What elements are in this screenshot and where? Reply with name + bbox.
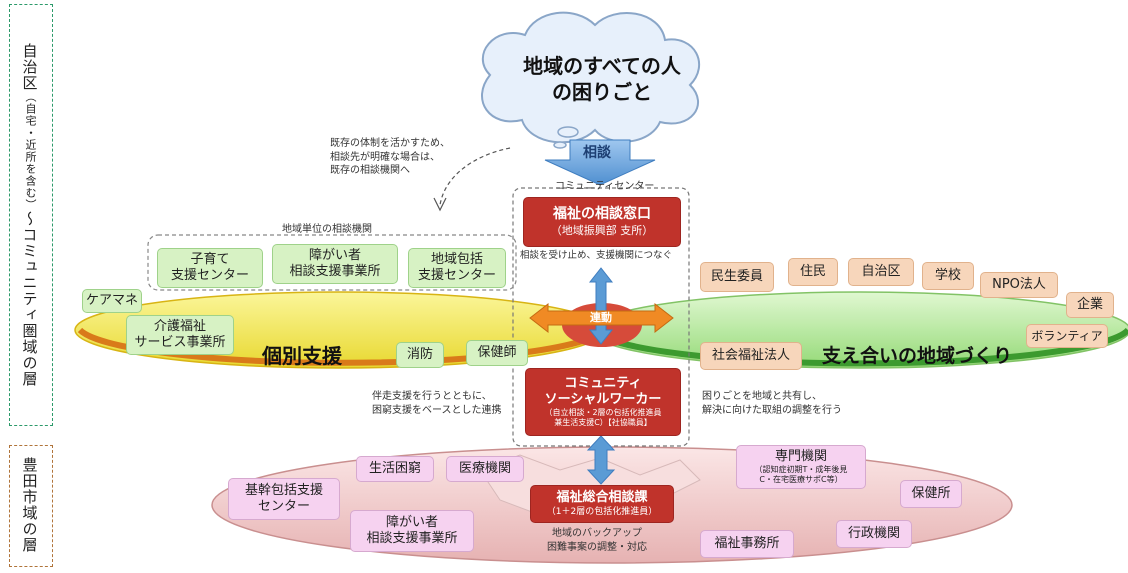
- box-hokenshi: 保健師: [466, 340, 528, 366]
- community-building-label: 支え合いの地域づくり: [822, 345, 1013, 367]
- regional-label: 地域単位の相談機関: [282, 224, 372, 235]
- consult-arrow: [544, 139, 656, 186]
- community-center-label: コミュニティセンター: [555, 181, 655, 192]
- box-fukushi: 福祉事務所: [700, 530, 794, 558]
- box-shakai: 社会福祉法人: [700, 342, 802, 370]
- side-upper-c: 〜コミュニティ圏域の層: [20, 211, 39, 387]
- csw-title: コミュニティ ソーシャルワーカー: [544, 375, 662, 407]
- box-volunteer: ボランティア: [1026, 324, 1108, 348]
- general-section-title: 福祉総合相談課: [556, 490, 648, 506]
- individual-support-label: 個別支援: [262, 344, 342, 368]
- welfare-window-title: 福祉の相談窓口: [553, 206, 651, 223]
- box-jumin: 住民: [788, 258, 838, 286]
- note-right: 困りごとを地域と共有し、 解決に向けた取組の調整を行う: [702, 391, 842, 416]
- side-upper-a: 自治区: [20, 43, 39, 91]
- window-note: 相談を受け止め、支援機関につなぐ: [520, 250, 673, 261]
- cloud-line2: の困りごと: [552, 80, 652, 104]
- box-caremane: ケアマネ: [82, 289, 142, 313]
- box-minsei: 民生委員: [700, 262, 774, 292]
- side-label-upper: [9, 4, 53, 426]
- box-seikatsu: 生活困窮: [356, 456, 434, 482]
- cloud-line1: 地域のすべての人: [523, 54, 681, 78]
- csw-sub: （自立相談・2層の包括化推進員 兼生活支援C）【社協職員】: [544, 408, 662, 428]
- side-label-lower-text: 豊田市域の層: [20, 457, 39, 553]
- box-kigyo: 企業: [1066, 292, 1114, 318]
- general-section-sub: （1＋2層の包括化推進員）: [546, 506, 658, 517]
- box-kikan: 基幹包括支援 センター: [228, 478, 340, 520]
- box-gyosei: 行政機関: [836, 520, 912, 548]
- linkage-label: 連動: [590, 311, 612, 325]
- side-label-upper-text: 自治区（自宅・近所を含む）〜コミュニティ圏域の層: [11, 10, 49, 420]
- box-hokenjo: 保健所: [900, 480, 962, 508]
- senmon-title: 専門機関: [774, 448, 827, 464]
- box-gakko: 学校: [922, 262, 974, 290]
- side-label-lower: [9, 445, 53, 567]
- linkage-arrow: [529, 302, 674, 334]
- box-shogai-regional: 障がい者 相談支援事業所: [272, 244, 398, 284]
- general-section-box: 福祉総合相談課 （1＋2層の包括化推進員）: [530, 485, 674, 523]
- welfare-window-box: 福祉の相談窓口 （地域振興部 支所）: [523, 197, 681, 247]
- box-kosodate: 子育て 支援センター: [157, 248, 263, 288]
- cloud-shape: [481, 11, 701, 149]
- csw-box: コミュニティ ソーシャルワーカー （自立相談・2層の包括化推進員 兼生活支援C）…: [525, 368, 681, 436]
- senmon-sub: （認知症初期T・成年後見 C・在宅医療サポC等）: [754, 465, 848, 485]
- side-upper-b: （自宅・近所を含む）: [24, 91, 37, 211]
- box-senmon: 専門機関 （認知症初期T・成年後見 C・在宅医療サポC等）: [736, 445, 866, 489]
- note-existing: 既存の体制を活かすため、 相談先が明確な場合は、 既存の相談機関へ: [330, 138, 450, 176]
- consult-label: 相談: [583, 145, 611, 161]
- note-left: 伴走支援を行うとともに、 困窮支援をベースとした連携: [372, 391, 502, 416]
- box-iryo: 医療機関: [446, 456, 524, 482]
- general-note: 地域のバックアップ 困難事案の調整・対応: [547, 528, 647, 553]
- box-jichiku: 自治区: [848, 258, 914, 286]
- box-npo: NPO法人: [980, 272, 1058, 298]
- box-shobo: 消防: [396, 342, 444, 368]
- box-shogai-city: 障がい者 相談支援事業所: [350, 510, 474, 552]
- box-kaigo: 介護福祉 サービス事業所: [126, 315, 234, 355]
- box-chiiki-hokatsu: 地域包括 支援センター: [408, 248, 506, 288]
- welfare-window-sub: （地域振興部 支所）: [550, 223, 654, 237]
